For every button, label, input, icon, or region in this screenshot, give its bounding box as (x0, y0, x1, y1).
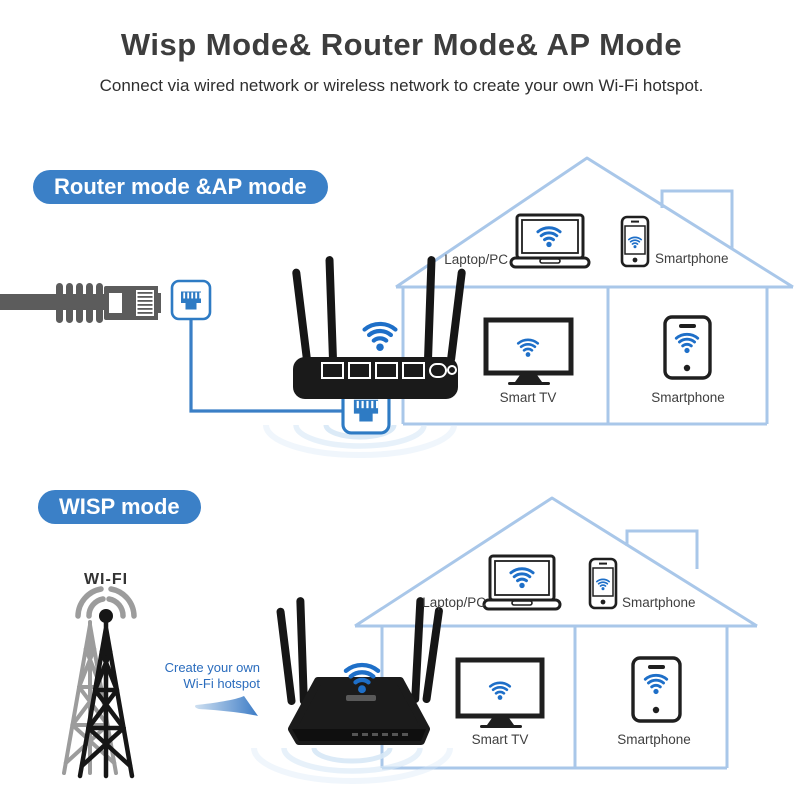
house-outline-1 (395, 156, 794, 426)
page-subtitle: Connect via wired network or wireless ne… (99, 76, 704, 95)
smartphone-attic-label-2: Smartphone (622, 595, 696, 610)
page-title: Wisp Mode& Router Mode& AP Mode (120, 27, 683, 62)
wifi-tower-icon (62, 586, 137, 779)
smartphone-attic-label-1: Smartphone (655, 251, 729, 266)
signal-ripples-2 (251, 747, 453, 784)
smartphone-icon-room-1 (663, 315, 712, 380)
signal-ripples-1 (263, 424, 457, 458)
wired-connection-line (189, 318, 343, 413)
tower-signal-waves (75, 586, 137, 619)
smartphone-room-label-2: Smartphone (617, 732, 691, 747)
hotspot-arrow-icon (195, 696, 258, 716)
laptop-icon-2 (482, 554, 562, 611)
smart-tv-label-2: Smart TV (471, 732, 529, 747)
laptop-icon-1 (509, 213, 591, 269)
smart-tv-icon-1 (483, 317, 574, 385)
smart-tv-label-1: Smart TV (499, 390, 557, 405)
wifi-tower-label: WI-FI (83, 571, 129, 588)
router-rear-icon (292, 256, 466, 399)
smart-tv-icon-2 (455, 657, 545, 728)
router-ap-mode-badge: Router mode &AP mode (33, 170, 328, 204)
laptop-label-2: Laptop/PC (422, 595, 486, 610)
ethernet-port-icon-1 (170, 279, 212, 321)
hotspot-note-line1: Create your own (164, 660, 260, 675)
router-wifi-icon (365, 324, 396, 351)
hotspot-note: Create your own Wi-Fi hotspot (148, 660, 260, 692)
hotspot-note-line2: Wi-Fi hotspot (183, 676, 260, 691)
laptop-label-1: Laptop/PC (444, 252, 508, 267)
smartphone-icon-attic-2 (588, 557, 618, 610)
wisp-mode-badge: WISP mode (38, 490, 201, 524)
router-top-icon (276, 597, 443, 745)
ethernet-cable-icon (0, 283, 161, 323)
smartphone-icon-attic-1 (620, 215, 650, 268)
smartphone-room-label-1: Smartphone (651, 390, 725, 405)
